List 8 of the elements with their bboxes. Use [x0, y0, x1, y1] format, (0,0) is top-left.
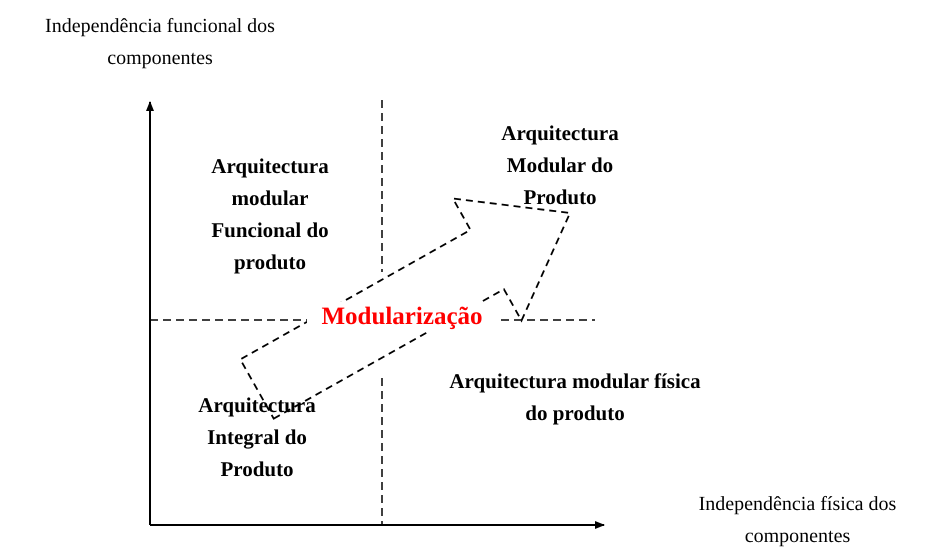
block-arrow [239, 197, 572, 420]
region-label: Arquitectura modular física do produto [448, 368, 702, 427]
region-label: Arquitectura Modular do Produto [480, 117, 640, 213]
region-label: Arquitectura Integral do Produto [177, 389, 337, 485]
axis-title: Independência funcional dos componentes [44, 14, 276, 71]
region-label: Arquitectura modular Funcional do produto [210, 153, 330, 276]
edge-label: Modularização [307, 302, 497, 332]
axis-title: Independência física dos componentes [698, 492, 898, 549]
